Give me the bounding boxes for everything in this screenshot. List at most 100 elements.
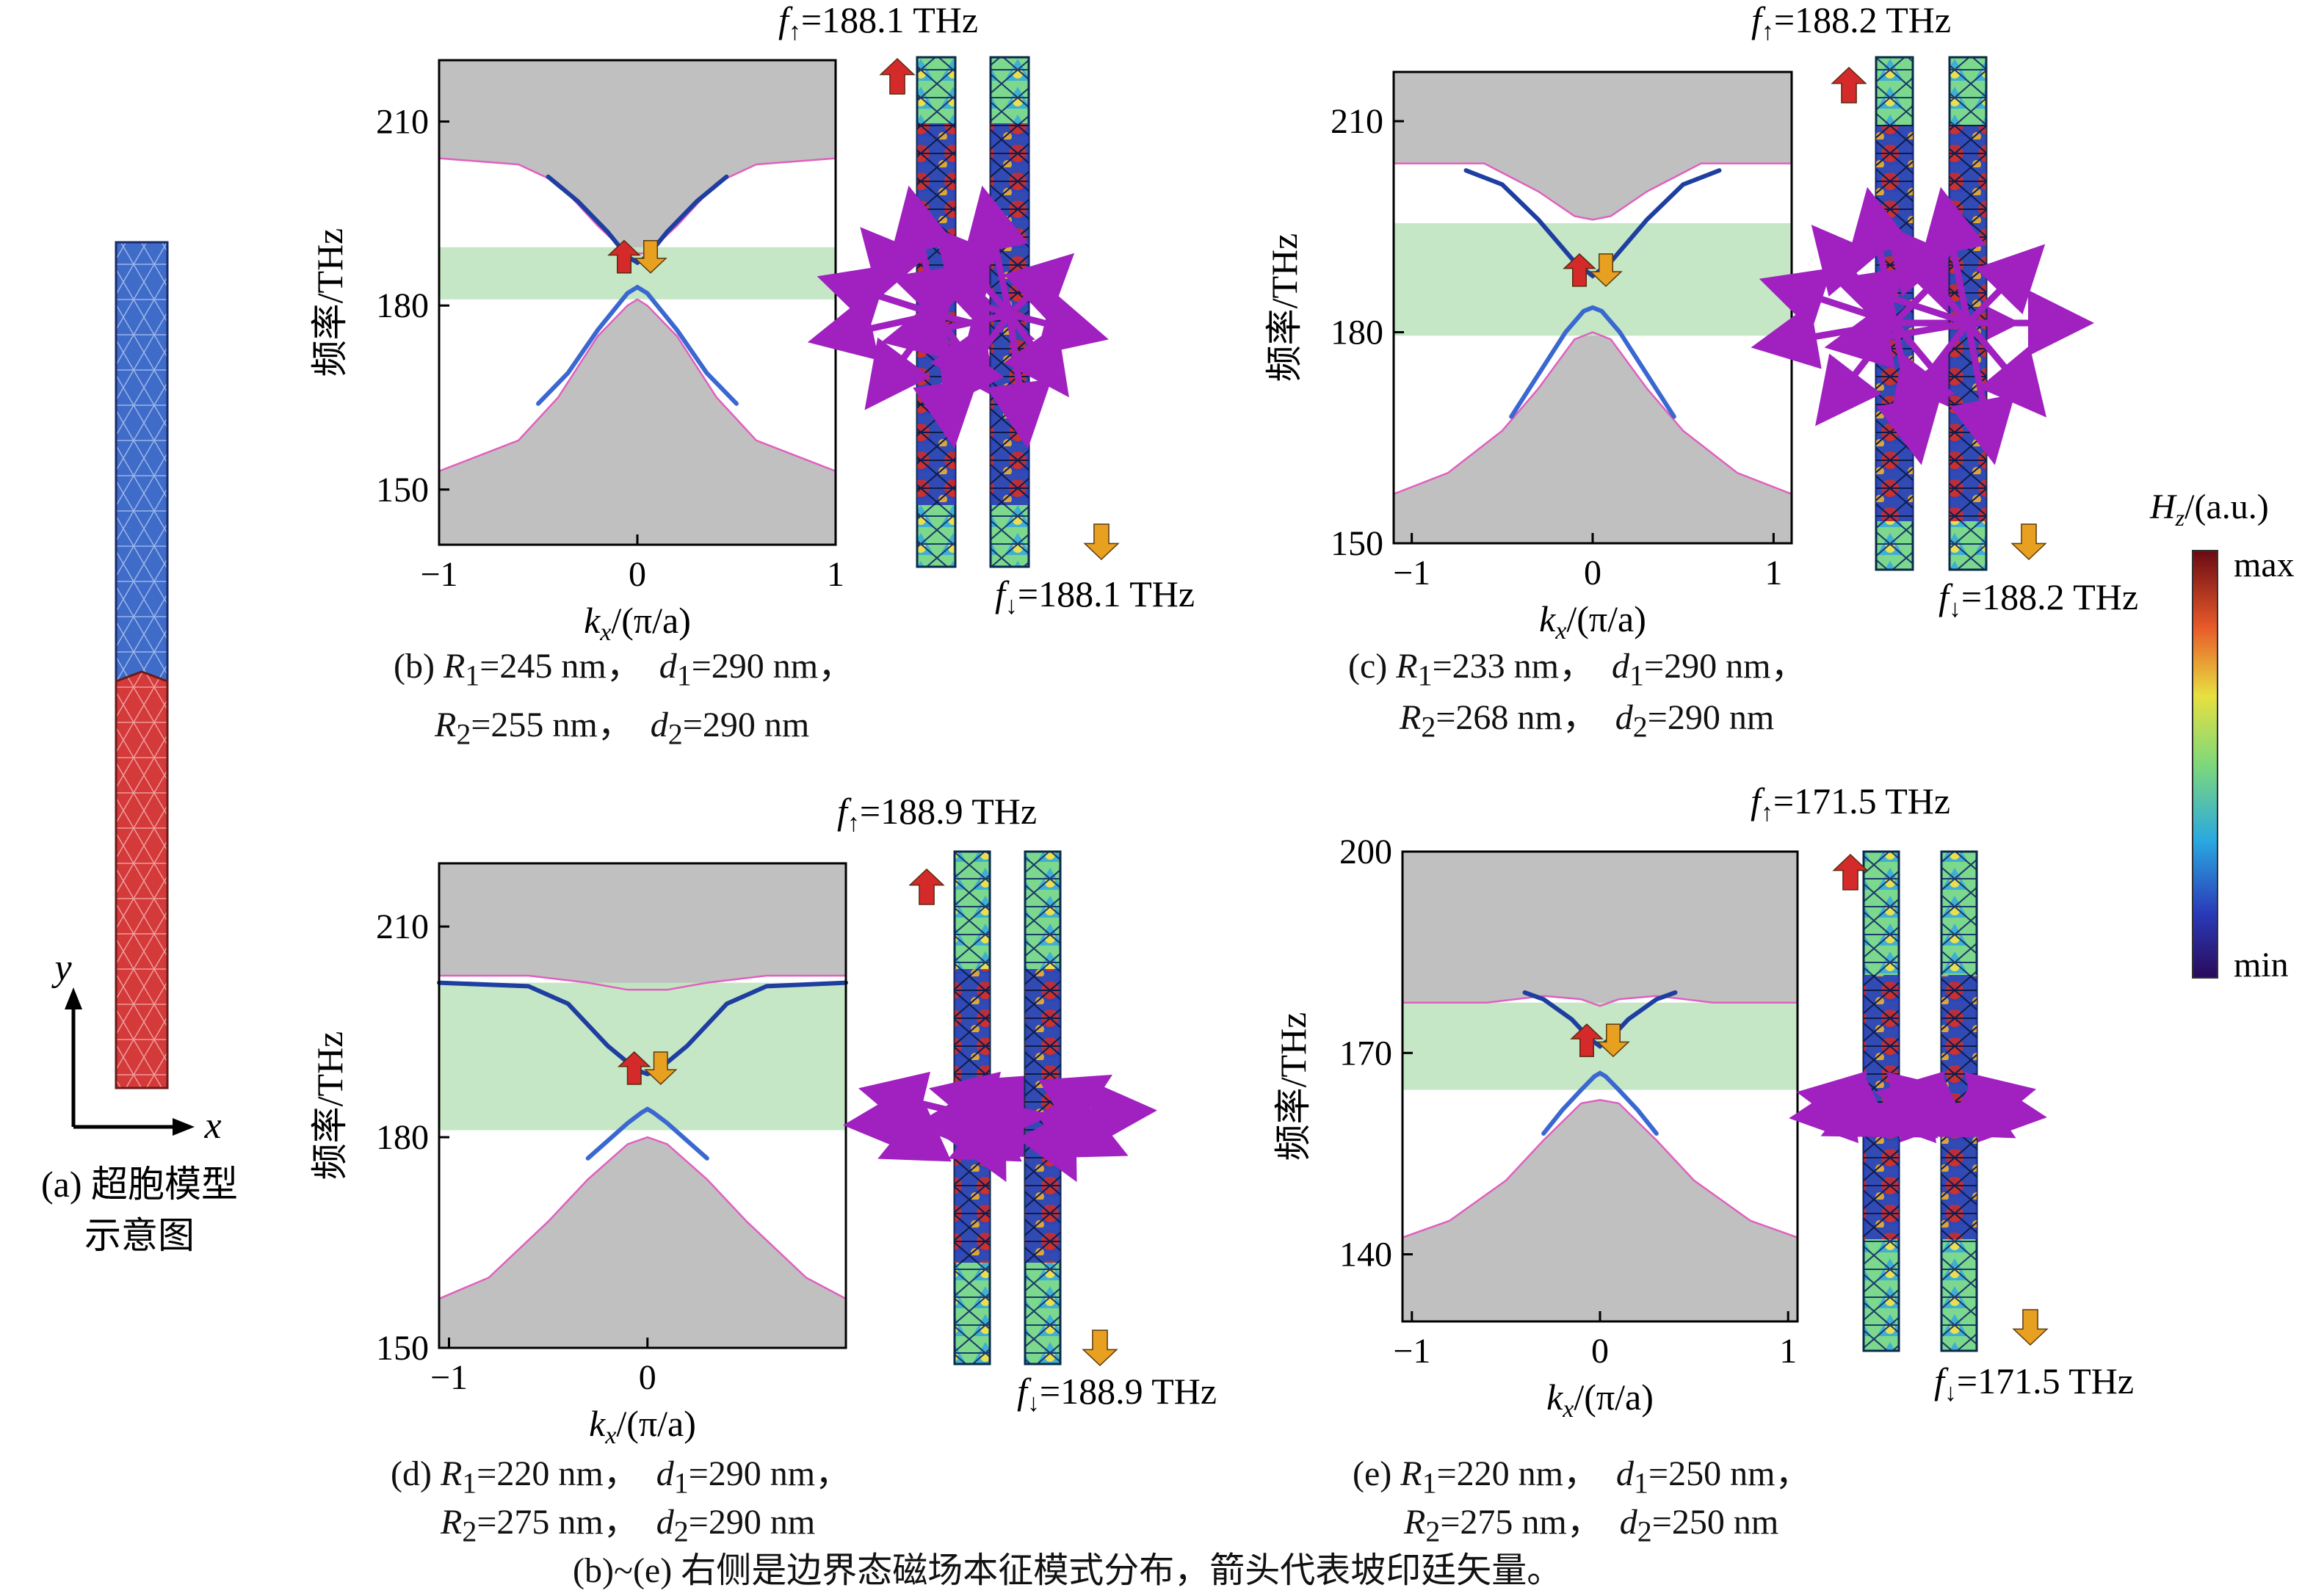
spin-down-arrow-mark: [634, 239, 667, 274]
spin-up-arrow-mark: [1570, 1023, 1604, 1057]
caption-b-line2: R2=255 nm， d2=290 nm: [435, 705, 810, 751]
freq-down-label: f↓=188.1 THz: [995, 573, 1195, 620]
panel-a-caption-line1: (a) 超胞模型: [41, 1164, 238, 1205]
poynting-vector-arrow: [1921, 186, 1986, 327]
footer-caption: (b)~(e) 右侧是边界态磁场本征模式分布，箭头代表坡印廷矢量。: [573, 1551, 1563, 1590]
x-axis-arrowhead: [173, 1118, 195, 1136]
y-tick-label: 170: [1339, 1034, 1392, 1073]
poynting-vector-arrow: [1003, 253, 1075, 323]
x-tick-label: 0: [639, 1358, 656, 1397]
edge-state-lower-line: [585, 1106, 709, 1161]
colorbar-max-label: max: [2234, 545, 2295, 584]
caption-c-d1: =290 nm，: [1644, 647, 1806, 686]
caption-d-label: (d): [391, 1454, 441, 1493]
upper-bulk-band: [1394, 72, 1792, 220]
bandgap-highlight: [1394, 223, 1792, 336]
spin-down-arrow-mark: [643, 1051, 678, 1085]
caption-e-d2: =250 nm: [1651, 1503, 1779, 1542]
supercell-top-domain: [115, 241, 169, 683]
colorbar-title: Hz/(a.u.): [2149, 487, 2269, 531]
upper-bulk-edge-line: [1394, 162, 1792, 221]
x-axis-label: kx/(π/a): [1546, 1376, 1654, 1423]
lower-bulk-band: [1394, 332, 1792, 543]
caption-d-r1: =220 nm，: [477, 1454, 639, 1493]
caption-d-line2: R2=275 nm， d2=290 nm: [441, 1503, 816, 1548]
y-tick-label: 150: [1331, 524, 1383, 563]
colorbar-min-label: min: [2234, 946, 2289, 984]
caption-c-r2: =268 nm，: [1436, 698, 1598, 737]
poynting-vector-arrow: [1889, 319, 1972, 427]
caption-c-label: (c): [1348, 647, 1397, 686]
y-tick-label: 180: [1331, 313, 1383, 352]
colorbar-title-unit: /(a.u.): [2184, 487, 2269, 526]
caption-c-line1: (c) R1=233 nm， d1=290 nm，: [1348, 647, 1806, 692]
y-tick-label: 200: [1339, 833, 1392, 871]
caption-b-r1: =245 nm，: [479, 647, 642, 686]
x-axis-label: kx/(π/a): [584, 600, 691, 646]
caption-e-label: (e): [1353, 1454, 1401, 1493]
caption-b-r2: =255 nm，: [471, 705, 633, 744]
poynting-vector-arrow: [880, 296, 1013, 361]
lower-bulk-edge-line: [438, 1136, 847, 1300]
x-tick-label: 0: [1591, 1332, 1609, 1371]
spin-up-arrow-icon: [1831, 66, 1867, 104]
y-tick-label: 150: [376, 471, 429, 509]
freq-up-label: f↑=188.1 THz: [778, 0, 978, 46]
y-tick-label: 140: [1339, 1236, 1392, 1274]
lower-bulk-edge-line: [438, 298, 836, 472]
lower-bulk-edge-line: [1393, 331, 1792, 496]
spin-up-arrow-icon: [908, 868, 945, 905]
x-tick-label: 0: [629, 555, 646, 594]
poynting-vector-arrow: [1039, 1080, 1157, 1147]
poynting-vector-arrow: [1017, 1108, 1077, 1183]
caption-e-r2: =275 nm，: [1440, 1503, 1602, 1542]
y-tick-label: 180: [376, 1118, 429, 1157]
y-tick-label: 210: [1331, 102, 1383, 141]
caption-e-line1: (e) R1=220 nm， d1=250 nm，: [1353, 1454, 1811, 1500]
x-tick-label: −1: [430, 1358, 468, 1397]
y-axis-arrowhead: [65, 987, 82, 1009]
y-axis-label: 频率/THz: [1273, 1012, 1314, 1161]
y-tick-label: 210: [376, 103, 429, 142]
bandgap-highlight: [439, 247, 836, 300]
edge-state-upper-line: [1522, 990, 1678, 1049]
edge-state-upper-line: [437, 980, 848, 1077]
poynting-vector-arrow: [1950, 319, 2016, 465]
spin-down-arrow-icon: [2010, 523, 2047, 561]
panel-a-caption-line2: 示意图: [84, 1215, 195, 1256]
edge-state-lower-line: [1509, 305, 1676, 419]
colorbar-title-symbol: H: [2149, 487, 2177, 526]
caption-e-line2: R2=275 nm， d2=250 nm: [1404, 1503, 1779, 1548]
y-tick-label: 210: [376, 907, 429, 946]
upper-bulk-band: [439, 60, 836, 254]
caption-c-r1: =233 nm，: [1432, 647, 1595, 686]
caption-c-line2: R2=268 nm， d2=290 nm: [1400, 698, 1775, 744]
caption-d-r2: =275 nm，: [477, 1503, 639, 1542]
bandgap-highlight: [439, 982, 846, 1131]
spin-up-arrow-mark: [1563, 253, 1596, 287]
colorbar-gradient: [2192, 550, 2218, 979]
x-tick-label: 0: [1584, 554, 1601, 592]
y-axis-label: 频率/THz: [1264, 233, 1305, 382]
y-tick-label: 150: [376, 1329, 429, 1368]
x-tick-label: 1: [1779, 1332, 1797, 1371]
x-tick-label: −1: [420, 555, 457, 594]
x-axis-label: kx/(π/a): [1539, 598, 1646, 645]
caption-e-d1: =250 nm，: [1648, 1454, 1811, 1493]
x-axis-label: kx/(π/a): [589, 1403, 696, 1449]
poynting-vector-arrow: [1964, 319, 2047, 418]
lower-bulk-band: [439, 299, 836, 545]
edge-state-lower-line: [536, 284, 739, 406]
poynting-vector-arrow: [1824, 303, 1972, 369]
poynting-vector-arrow: [986, 311, 1052, 449]
caption-d-d1: =290 nm，: [688, 1454, 851, 1493]
poynting-vector-arrow: [1964, 244, 2046, 327]
caption-d-line1: (d) R1=220 nm， d1=290 nm，: [391, 1454, 851, 1500]
upper-bulk-band: [1402, 852, 1798, 1006]
spin-down-arrow-icon: [2012, 1309, 2049, 1346]
